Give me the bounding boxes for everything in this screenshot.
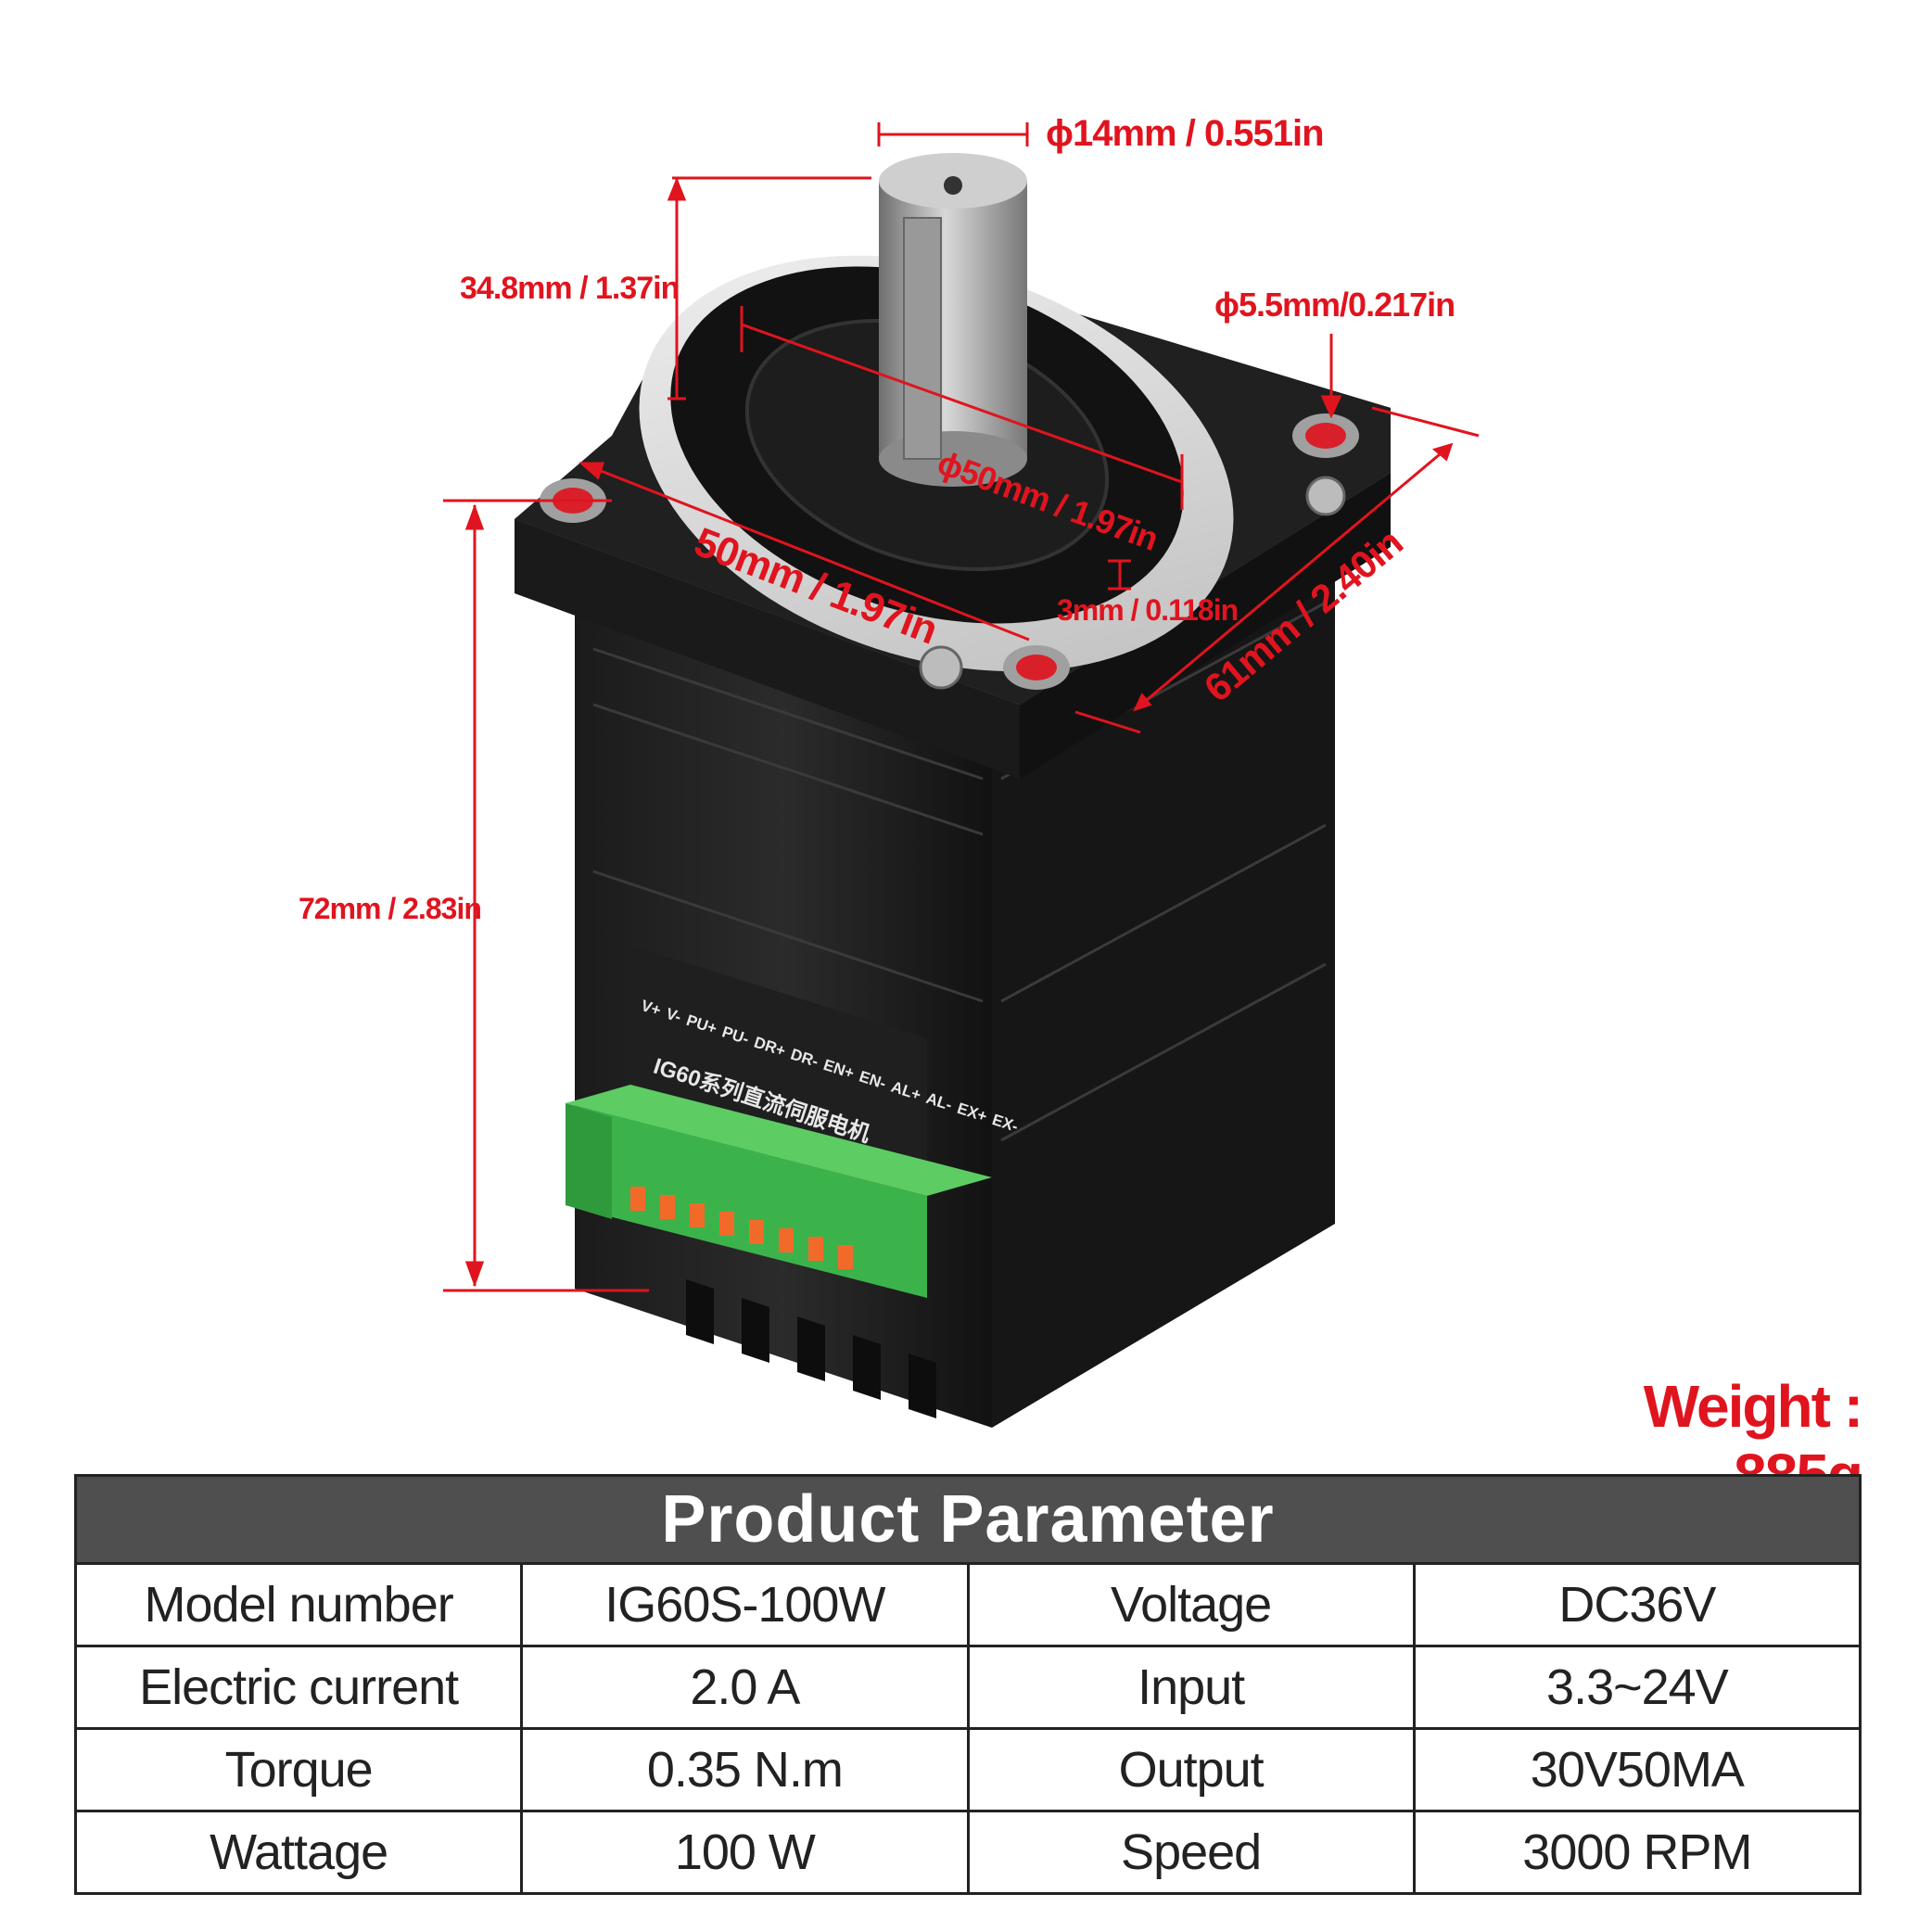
flange-step-label: 3mm / 0.118in [1057,593,1239,627]
param-label: Input [966,1645,1416,1730]
param-label: Voltage [966,1562,1416,1647]
table-row: Model number IG60S-100W Voltage DC36V [73,1562,1862,1647]
param-value: 30V50MA [1412,1727,1862,1812]
param-value: 100 W [520,1810,970,1895]
motor-illustration [443,122,1480,1428]
table-row: Wattage 100 W Speed 3000 RPM [73,1810,1862,1895]
param-label: Electric current [73,1645,524,1730]
param-value: 3.3~24V [1412,1645,1862,1730]
param-value: IG60S-100W [520,1562,970,1647]
table-row: Torque 0.35 N.m Output 30V50MA [73,1727,1862,1812]
terminal-connector [566,1085,992,1298]
label-plate [630,946,927,1177]
param-value: 2.0 A [520,1645,970,1730]
param-label: Wattage [73,1810,524,1895]
hole-diameter-label: ϕ5.5mm/0.217in [1214,286,1455,324]
shaft-length-label: 34.8mm / 1.37in [460,271,680,306]
param-value: 0.35 N.m [520,1727,970,1812]
table-title: Product Parameter [74,1474,1862,1565]
param-label: Model number [73,1562,524,1647]
product-parameter-table: Product Parameter Model number IG60S-100… [73,1474,1862,1895]
motor-shaft [879,153,1027,487]
dimension-lines [443,122,1480,1292]
param-label: Speed [966,1810,1416,1895]
param-label: Output [966,1727,1416,1812]
param-label: Torque [73,1727,524,1812]
shaft-diameter-label: ϕ14mm / 0.551in [1046,113,1325,154]
param-value: 3000 RPM [1412,1810,1862,1895]
param-value: DC36V [1412,1562,1862,1647]
body-length-label: 72mm / 2.83in [299,892,482,925]
table-row: Electric current 2.0 A Input 3.3~24V [73,1645,1862,1730]
